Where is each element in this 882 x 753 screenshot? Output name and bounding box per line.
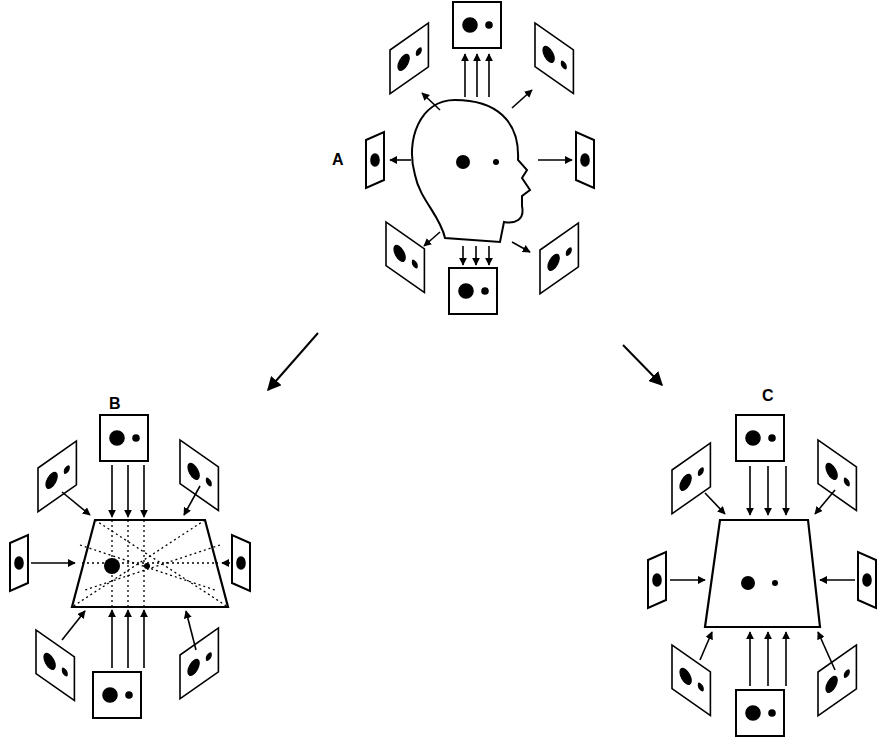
figure-group: B bbox=[5, 395, 270, 750]
panel-letter: A bbox=[330, 151, 346, 169]
panel-letter: C bbox=[760, 387, 776, 405]
cluster-c-art bbox=[648, 415, 876, 736]
figure-group: A bbox=[310, 0, 605, 325]
cluster-a-art bbox=[366, 2, 594, 314]
figure-group: C bbox=[640, 385, 878, 750]
panel-letter: B bbox=[107, 395, 123, 413]
flow-arrow bbox=[623, 345, 662, 385]
flow-arrow bbox=[268, 333, 318, 390]
cluster-b-art bbox=[10, 415, 250, 718]
